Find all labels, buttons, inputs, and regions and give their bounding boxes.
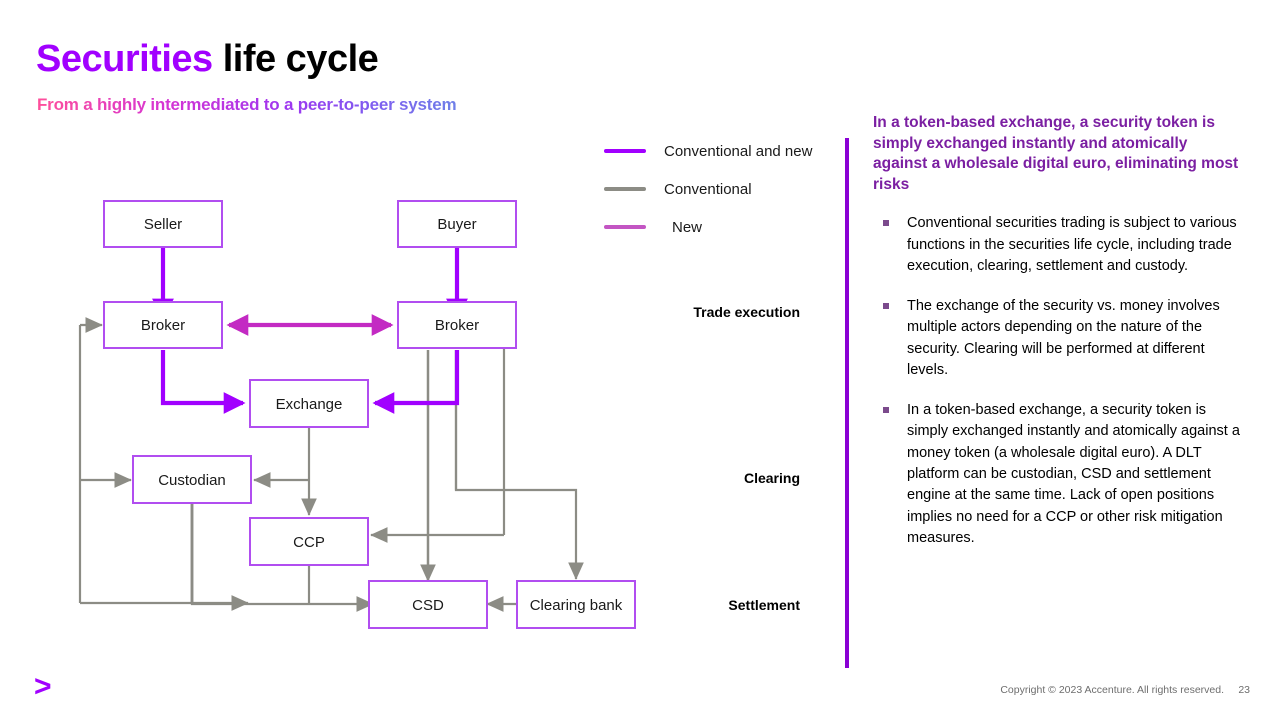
accenture-greater-than-logo-icon: > xyxy=(34,670,52,703)
list-item-text: The exchange of the security vs. money i… xyxy=(907,297,1220,379)
side-panel: In a token-based exchange, a security to… xyxy=(873,113,1245,568)
stage-label-trade-execution: Trade execution xyxy=(693,304,800,320)
legend: Conventional and new Conventional New xyxy=(604,132,844,246)
page-title-accent: Securities xyxy=(36,38,213,80)
stage-label-clearing: Clearing xyxy=(743,470,800,486)
legend-swatch-conventional xyxy=(604,187,646,191)
node-label-broker-left: Broker xyxy=(141,317,185,334)
node-label-exchange: Exchange xyxy=(276,396,343,413)
legend-item-conventional: Conventional xyxy=(604,170,844,208)
bullet-square-icon xyxy=(883,220,889,227)
node-label-csd: CSD xyxy=(412,597,444,614)
node-buyer[interactable]: Buyer xyxy=(397,200,517,248)
legend-item-new: New xyxy=(604,208,844,246)
list-item: In a token-based exchange, a security to… xyxy=(873,400,1245,550)
node-broker-right[interactable]: Broker xyxy=(397,301,517,349)
list-item: The exchange of the security vs. money i… xyxy=(873,296,1245,382)
vertical-divider xyxy=(845,138,849,668)
panel-bullet-list: Conventional securities trading is subje… xyxy=(873,213,1245,549)
legend-label-new: New xyxy=(672,218,703,236)
node-broker-left[interactable]: Broker xyxy=(103,301,223,349)
page-subtitle: From a highly intermediated to a peer-to… xyxy=(37,95,457,114)
node-custodian[interactable]: Custodian xyxy=(132,455,252,504)
securities-life-cycle-diagram: Seller Buyer Broker Broker Exchange Cust… xyxy=(78,200,636,629)
node-clearing-bank[interactable]: Clearing bank xyxy=(516,580,636,629)
legend-label-conventional-and-new: Conventional and new xyxy=(664,142,813,160)
stage-label-settlement: Settlement xyxy=(728,597,800,613)
panel-heading: In a token-based exchange, a security to… xyxy=(873,114,1239,193)
node-label-clearing-bank: Clearing bank xyxy=(530,597,623,614)
list-item: Conventional securities trading is subje… xyxy=(873,213,1245,277)
page-number: 23 xyxy=(1238,684,1250,696)
page-title: Securities life cycle xyxy=(36,38,379,81)
bullet-square-icon xyxy=(883,302,889,309)
copyright-text: Copyright © 2023 Accenture. All rights r… xyxy=(1000,684,1224,696)
node-label-custodian: Custodian xyxy=(158,472,226,489)
node-exchange[interactable]: Exchange xyxy=(249,379,369,428)
node-label-seller: Seller xyxy=(144,216,182,233)
legend-label-conventional: Conventional xyxy=(664,180,752,198)
legend-swatch-conventional-and-new xyxy=(604,149,646,153)
node-label-buyer: Buyer xyxy=(437,216,476,233)
legend-item-conventional-and-new: Conventional and new xyxy=(604,132,844,170)
node-csd[interactable]: CSD xyxy=(368,580,488,629)
node-seller[interactable]: Seller xyxy=(103,200,223,248)
list-item-text: In a token-based exchange, a security to… xyxy=(907,401,1240,547)
legend-swatch-new xyxy=(604,225,646,229)
page-title-rest: life cycle xyxy=(212,38,379,80)
node-label-broker-right: Broker xyxy=(435,317,479,334)
bullet-square-icon xyxy=(883,406,889,413)
list-item-text: Conventional securities trading is subje… xyxy=(907,215,1237,275)
node-ccp[interactable]: CCP xyxy=(249,517,369,566)
node-label-ccp: CCP xyxy=(293,534,325,551)
